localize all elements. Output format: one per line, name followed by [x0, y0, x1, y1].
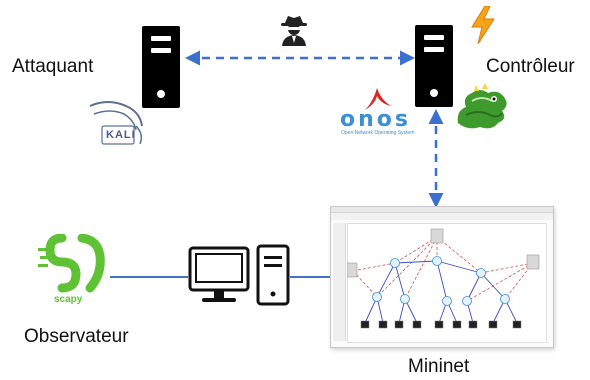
- attacker-label: Attaquant: [12, 56, 94, 77]
- mininet-topology: [347, 228, 540, 329]
- lightning-icon: [471, 6, 495, 44]
- kali-logo-text: KALI: [106, 129, 136, 141]
- mininet-window: [330, 206, 554, 348]
- mininet-label: Mininet: [408, 356, 470, 377]
- attacker-server-icon: [142, 26, 180, 108]
- computer-icon: [188, 244, 290, 306]
- onos-bird-icon: [365, 88, 391, 110]
- controller-server-icon: [415, 25, 453, 107]
- controller-label: Contrôleur: [486, 56, 575, 77]
- mininet-titlebar: [331, 207, 553, 213]
- kali-dragon-icon: [89, 101, 143, 145]
- mininet-toolbar: [333, 223, 346, 341]
- dragon-mascot-icon: [457, 83, 507, 129]
- spy-agent-icon: [281, 16, 307, 46]
- scapy-s-icon: [38, 234, 105, 293]
- mininet-menubar: [331, 213, 553, 220]
- onos-logo-text: onos: [340, 107, 411, 132]
- scapy-logo-text: scapy: [54, 294, 83, 305]
- onos-subtitle: Open Network Operating System: [341, 130, 415, 136]
- observer-label: Observateur: [24, 326, 129, 347]
